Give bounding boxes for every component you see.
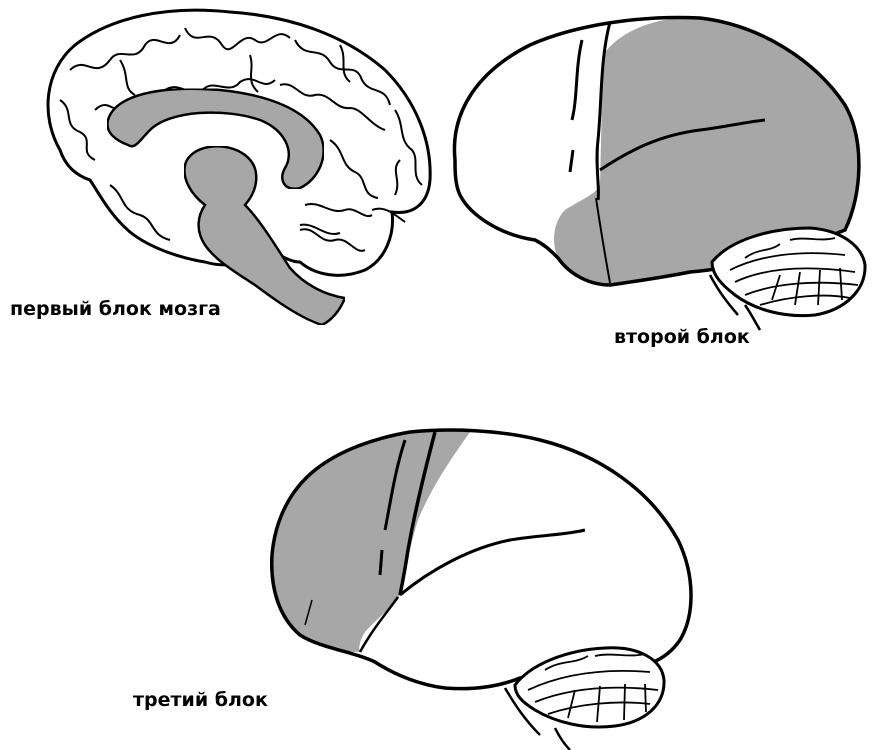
first-block-label: первый блок мозга (10, 298, 221, 320)
second-block-label: второй блок (614, 326, 750, 348)
brain-medial-view (48, 10, 430, 325)
brain2-precentral-sulcus (570, 40, 582, 172)
brain3-cerebellum (515, 648, 664, 727)
third-block-label: третий блок (133, 689, 268, 711)
brain-lateral-view-3 (272, 430, 691, 750)
brain-lateral-view-2 (454, 17, 865, 330)
brain3-grey-region (272, 431, 470, 653)
brain3-lateral-sulcus (400, 530, 585, 595)
